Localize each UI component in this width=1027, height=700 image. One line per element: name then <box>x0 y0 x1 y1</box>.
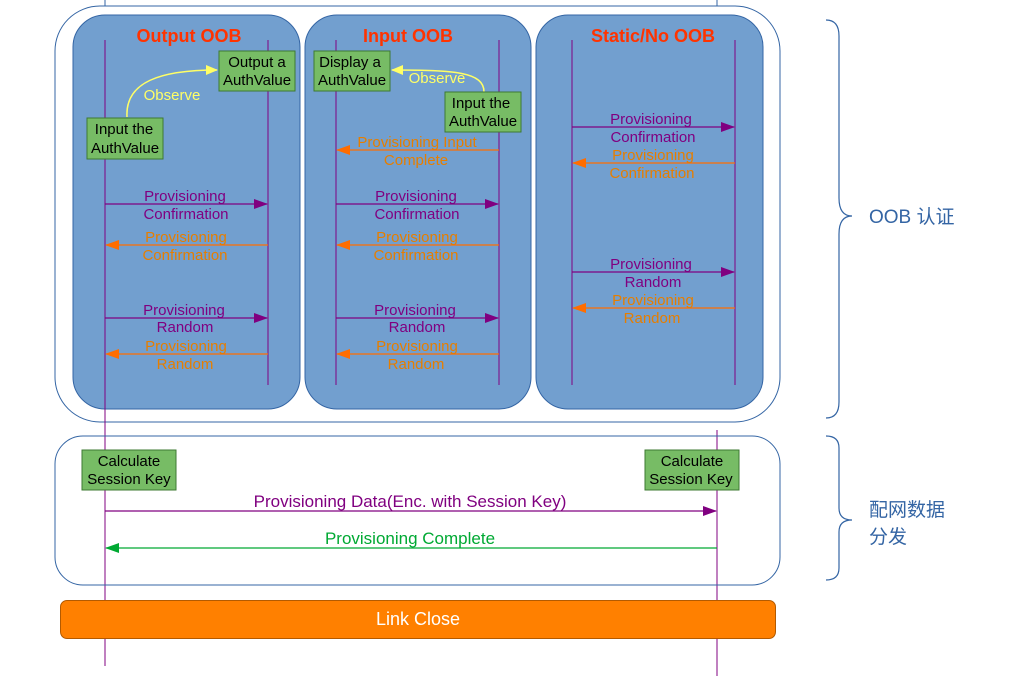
oob-auth-label: OOB 认证 <box>869 206 955 228</box>
input-input-authvalue-box <box>444 91 522 133</box>
distribution-brace <box>825 435 853 581</box>
calc-right-line1: Calculate <box>661 453 724 470</box>
output-input-authvalue-box <box>86 117 164 160</box>
output-input-authvalue-line2: AuthValue <box>91 140 159 157</box>
output-oob-panel <box>72 14 301 410</box>
distribution-container <box>54 435 781 586</box>
input-msg4-line2: Random <box>388 356 445 373</box>
output-msg2-line2: Confirmation <box>142 247 227 264</box>
link-close-bar: Link Close <box>60 600 776 639</box>
output-msg4-line2: Random <box>157 356 214 373</box>
static-msg3-line2: Random <box>625 274 682 291</box>
output-oob-title: Output OOB <box>137 26 242 46</box>
output-msg2-line1: Provisioning <box>145 229 227 246</box>
output-msg1-line2: Confirmation <box>143 206 228 223</box>
output-msg1-line1: Provisioning <box>144 188 226 205</box>
input-msg3-line2: Random <box>389 319 446 336</box>
input-oob-title: Input OOB <box>363 26 453 46</box>
input-display-line1: Display a <box>319 54 381 71</box>
output-input-authvalue-line1: Input the <box>95 121 153 138</box>
provisioning-data-label: Provisioning Data(Enc. with Session Key) <box>254 492 567 511</box>
output-observe-arrow <box>126 65 218 118</box>
static-msg2-line2: Confirmation <box>609 165 694 182</box>
input-msg2-line1: Provisioning <box>376 229 458 246</box>
static-msg4-line2: Random <box>624 310 681 327</box>
static-msg3-line1: Provisioning <box>610 256 692 273</box>
provisioning-complete-label: Provisioning Complete <box>325 529 495 548</box>
input-display-authvalue-box <box>313 50 391 92</box>
input-input-line2: AuthValue <box>449 113 517 130</box>
output-observe-label: Observe <box>144 87 201 104</box>
input-observe-label: Observe <box>409 70 466 87</box>
input-msg4-line1: Provisioning <box>376 338 458 355</box>
output-authvalue-line1: Output a <box>228 54 286 71</box>
input-msg2-line2: Confirmation <box>373 247 458 264</box>
calc-left-line2: Session Key <box>87 471 171 488</box>
input-msg3-line1: Provisioning <box>374 302 456 319</box>
input-msg0-line2: Complete <box>384 152 448 169</box>
distribution-label-line2: 分发 <box>869 526 907 548</box>
output-msg3-line1: Provisioning <box>143 302 225 319</box>
calc-left-line1: Calculate <box>98 453 161 470</box>
output-authvalue-line2: AuthValue <box>223 72 291 89</box>
static-msg2-line1: Provisioning <box>612 147 694 164</box>
static-oob-panel <box>535 14 764 410</box>
input-input-line1: Input the <box>452 95 510 112</box>
input-observe-arrow <box>391 65 485 93</box>
output-msg3-line2: Random <box>157 319 214 336</box>
calc-session-key-right-box <box>644 449 740 491</box>
static-oob-title: Static/No OOB <box>591 26 715 46</box>
input-msg1-line1: Provisioning <box>375 188 457 205</box>
output-authvalue-box <box>218 50 296 92</box>
distribution-label-line1: 配网数据 <box>869 499 945 521</box>
calc-session-key-left-box <box>81 449 177 491</box>
static-msg4-line1: Provisioning <box>612 292 694 309</box>
output-msg4-line1: Provisioning <box>145 338 227 355</box>
input-display-line2: AuthValue <box>318 72 386 89</box>
input-msg0-line1: Provisioning Input <box>357 134 477 151</box>
static-msg1-line2: Confirmation <box>610 129 695 146</box>
calc-right-line2: Session Key <box>649 471 733 488</box>
input-msg1-line2: Confirmation <box>374 206 459 223</box>
oob-auth-brace <box>825 19 853 419</box>
static-msg1-line1: Provisioning <box>610 111 692 128</box>
